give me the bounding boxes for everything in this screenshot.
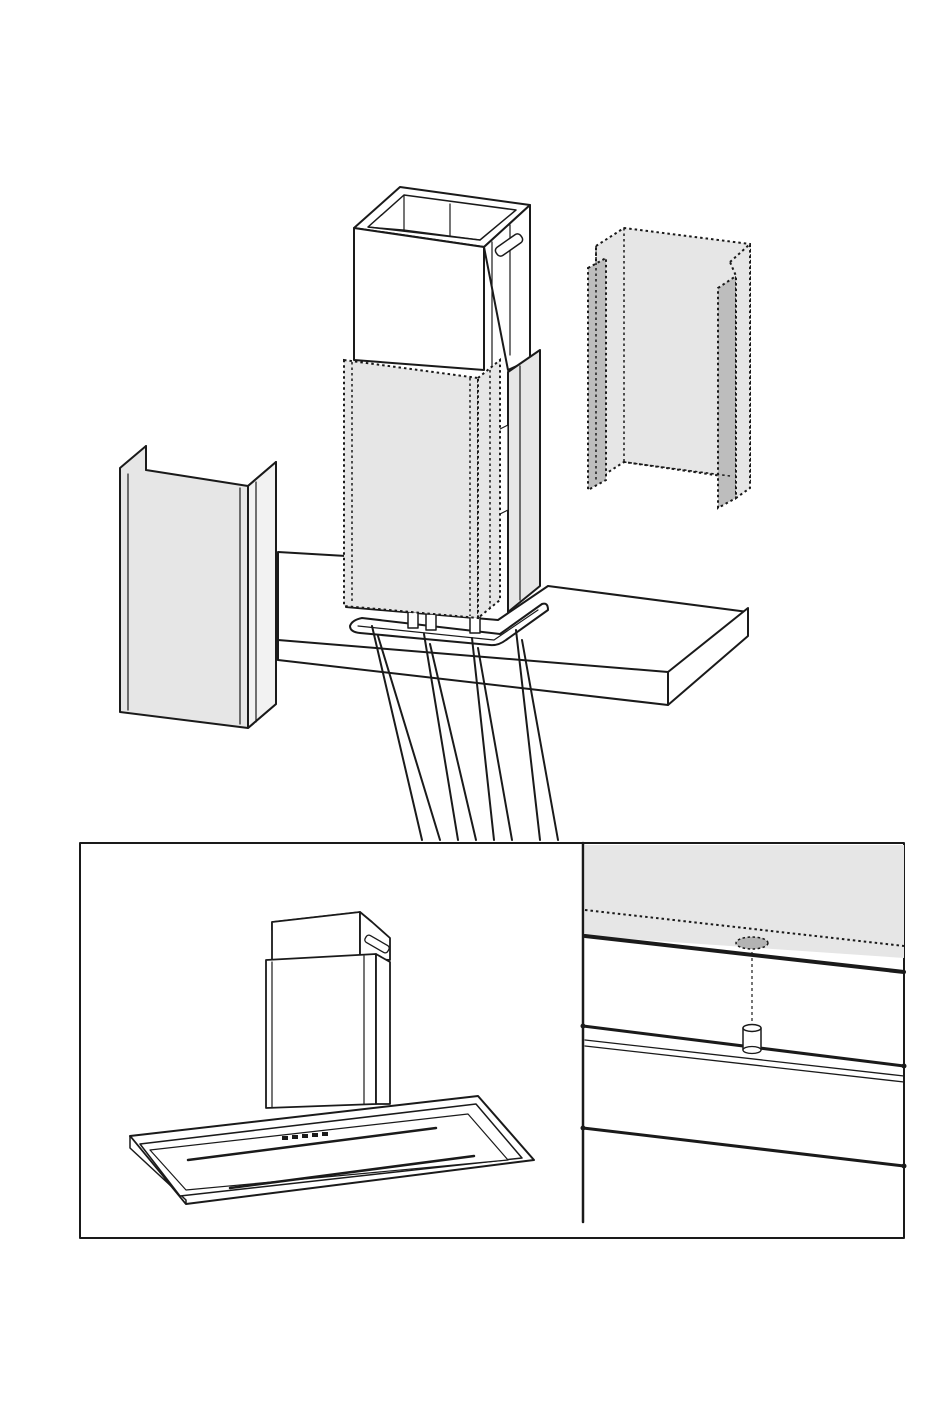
- side-cover-return: [248, 462, 276, 728]
- hood-chimney-lower: [266, 954, 390, 1108]
- upper-duct-front-face: [354, 228, 484, 370]
- side-chimney-cover-loose: [120, 446, 276, 728]
- rear-cover-right-flange: [718, 276, 736, 508]
- base-bracket-left: [408, 612, 418, 628]
- guide-pin-icon: [743, 1025, 761, 1054]
- locating-hole-icon: [736, 937, 768, 949]
- rear-cover-left-flange: [588, 258, 606, 490]
- base-bracket-mid: [426, 614, 436, 630]
- rear-lower-cover: [498, 350, 540, 612]
- front-cover-face: [344, 360, 478, 618]
- front-chimney-cover: [344, 360, 500, 618]
- upper-chimney-duct: [354, 187, 530, 370]
- rear-chimney-cover: [588, 228, 750, 508]
- base-bracket-right: [470, 617, 480, 633]
- main-assembly-view: [120, 187, 750, 840]
- front-cover-return: [478, 360, 500, 618]
